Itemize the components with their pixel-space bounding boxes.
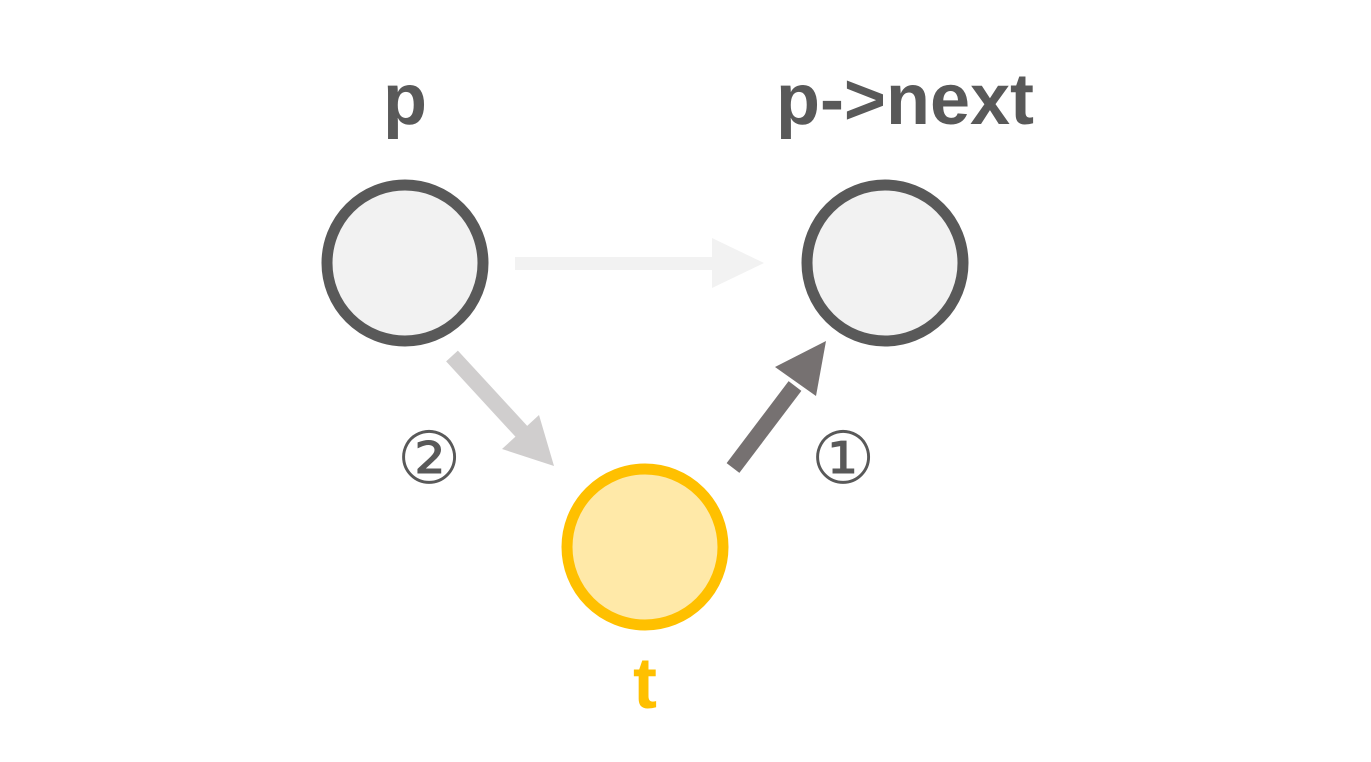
step1-label: ① — [811, 416, 876, 500]
step1-arrow — [726, 341, 826, 473]
old-link-arrow-shaft — [515, 238, 764, 288]
step2-arrow-shaft — [446, 350, 528, 438]
node-t — [561, 463, 729, 631]
step1-arrow-head — [775, 341, 826, 396]
step2-arrow-head — [502, 415, 554, 466]
step2-arrow — [446, 350, 554, 466]
label-p-next: p->next — [776, 60, 1034, 140]
node-p — [321, 179, 489, 347]
node-p-next — [801, 179, 969, 347]
step2-label: ② — [397, 416, 462, 500]
step1-arrow-shaft — [726, 381, 802, 473]
label-t: t — [633, 644, 657, 724]
label-p: p — [383, 60, 427, 140]
old-link-arrow — [515, 238, 764, 288]
